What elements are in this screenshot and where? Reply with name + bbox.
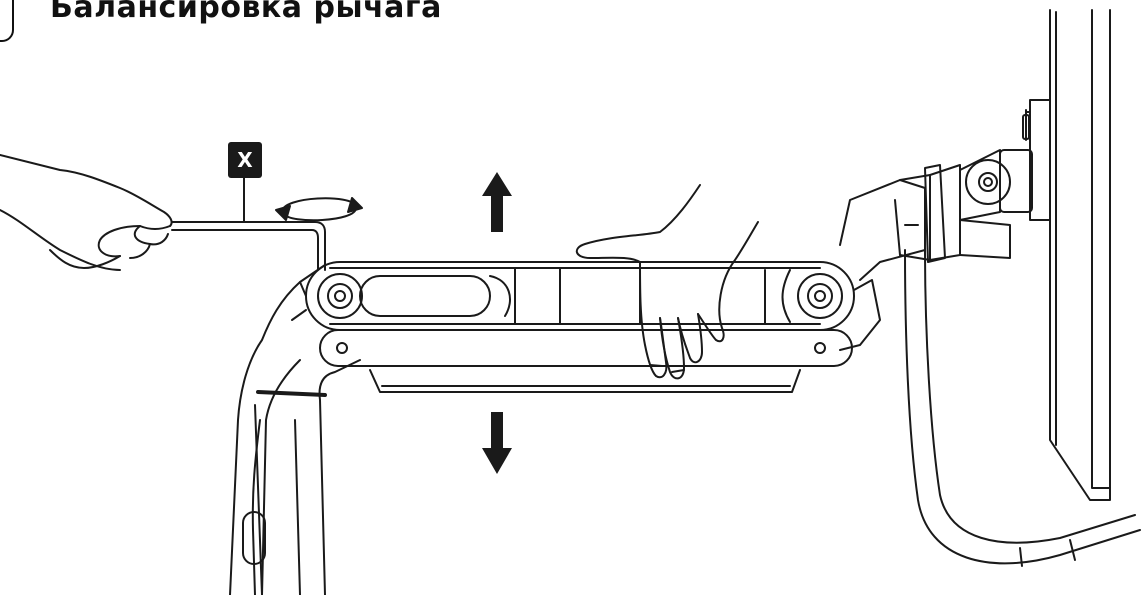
arm-lower-shelf	[369, 369, 801, 393]
vesa-mount-head	[899, 99, 1051, 263]
rotate-direction-icon	[275, 197, 363, 222]
left-hand-holding-key	[0, 154, 173, 271]
monitor	[1049, 9, 1111, 501]
tool-x-badge: X	[228, 142, 262, 178]
desk-pole	[229, 264, 361, 595]
move-down-arrow-icon	[482, 412, 512, 474]
monitor-support-column	[839, 179, 1141, 567]
right-hand-pressing-arm	[575, 184, 759, 380]
move-up-arrow-icon	[482, 172, 512, 232]
arm-lower-link	[319, 329, 853, 367]
diagram-title: Балансировка рычага	[50, 0, 442, 25]
arm-upper-link	[291, 261, 881, 351]
hex-key-tool	[171, 177, 326, 271]
